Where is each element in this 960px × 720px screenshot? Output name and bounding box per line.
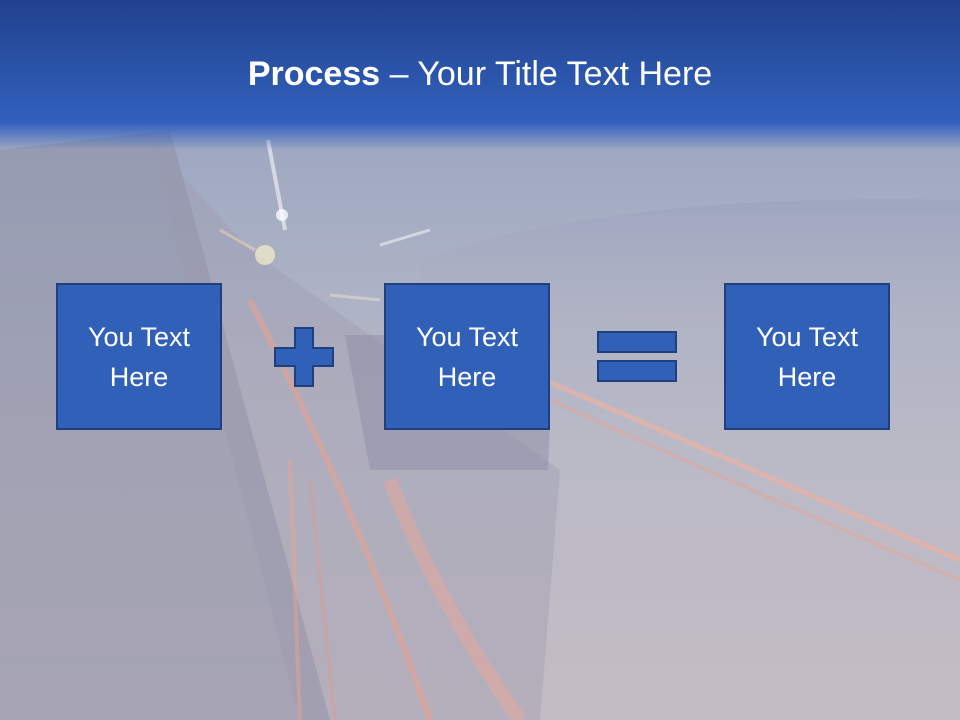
title-bar: Process – Your Title Text Here [0, 0, 960, 150]
process-box-2-text: You Text Here [415, 321, 519, 392]
equals-icon [597, 331, 677, 382]
process-box-2[interactable]: You Text Here [384, 283, 550, 430]
title-bold: Process [247, 55, 381, 93]
process-box-1[interactable]: You Text Here [56, 283, 222, 430]
process-box-3-text: You Text Here [755, 321, 859, 392]
slide-title: Process – Your Title Text Here [0, 52, 960, 96]
title-rest: – Your Title Text Here [380, 55, 713, 93]
process-box-1-text: You Text Here [87, 321, 191, 392]
process-box-3[interactable]: You Text Here [724, 283, 890, 430]
plus-icon [274, 327, 334, 387]
